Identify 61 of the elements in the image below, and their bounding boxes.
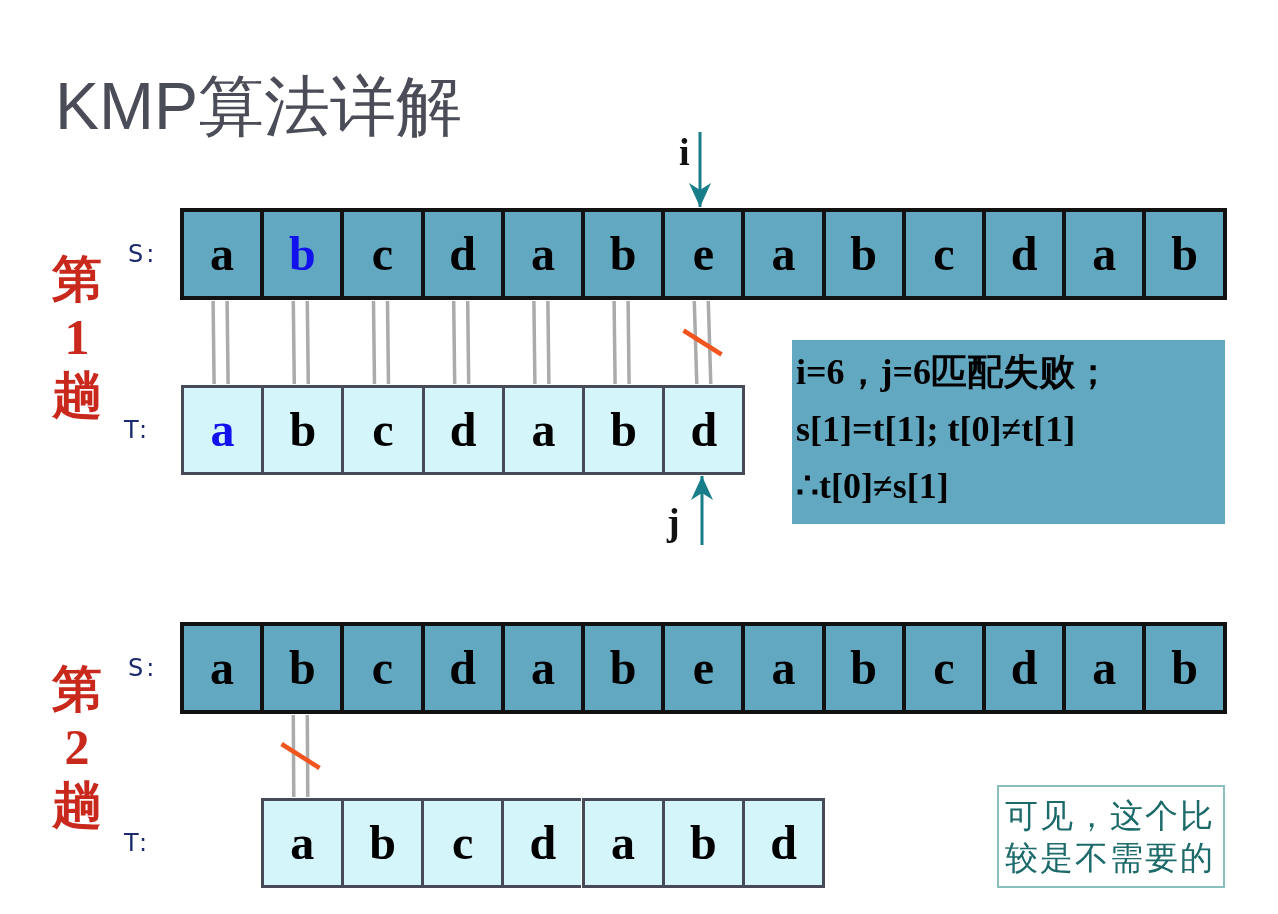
character-cell: d [420,208,501,300]
pointer-arrow [691,476,713,545]
equals-connector [612,299,631,386]
equals-connector [692,299,713,386]
edge-label: j [667,502,680,542]
character-cell: e [661,622,742,714]
row-label: T: [124,415,151,446]
character-cell: d [421,385,502,475]
character-cell: b [260,622,341,714]
pointer-arrow [689,132,711,207]
equals-connector [451,299,471,386]
edge-label: i [679,132,690,172]
character-cell: e [661,208,742,300]
character-cell: c [901,622,982,714]
equals-connector [291,299,311,386]
character-cell: b [581,622,662,714]
equals-connector [291,713,310,799]
character-cell: d [501,798,582,888]
character-cell: b [581,208,662,300]
character-cell: a [500,622,581,714]
character-cell: d [982,622,1063,714]
pass-label: 第2趟 [51,660,103,834]
character-cell: b [260,208,341,300]
character-cell: b [261,385,342,475]
equals-connector [371,299,391,386]
character-cell: a [180,622,261,714]
character-cell: d [741,798,826,888]
character-cell: b [340,798,422,888]
row-label: T: [124,828,151,859]
character-cell: c [421,798,502,888]
character-cell: a [741,208,822,300]
character-cell: a [500,208,581,300]
character-cell: a [260,798,341,888]
character-cell: b [661,798,742,888]
equals-connector [532,299,551,386]
character-cell: a [501,385,582,475]
character-cell: a [1062,208,1143,300]
note-box: i=6，j=6匹配失败； s[1]=t[1]; t[0]≠t[1] ∴t[0]≠s[1] [792,340,1225,524]
character-cell: b [582,385,663,475]
equals-connector [211,299,230,386]
character-cell: c [901,208,982,300]
character-cell: b [1142,622,1227,714]
character-cell: a [581,798,662,888]
character-cell: b [821,208,902,300]
character-cell: a [741,622,822,714]
title: KMP算法详解 [55,68,463,145]
character-cell: a [180,208,261,300]
row-label: S: [128,239,158,270]
character-cell: c [340,208,421,300]
character-cell: d [982,208,1063,300]
character-cell: a [181,385,262,475]
note-box: 可见，这个比较是不需要的 [997,785,1225,888]
character-cell: c [341,385,422,475]
character-cell: b [1142,208,1227,300]
character-cell: c [340,622,421,714]
character-cell: d [420,622,501,714]
character-cell: a [1062,622,1143,714]
character-cell: b [821,622,902,714]
character-cell: d [662,385,746,475]
row-label: S: [128,653,158,684]
pass-label: 第1趟 [51,250,103,424]
